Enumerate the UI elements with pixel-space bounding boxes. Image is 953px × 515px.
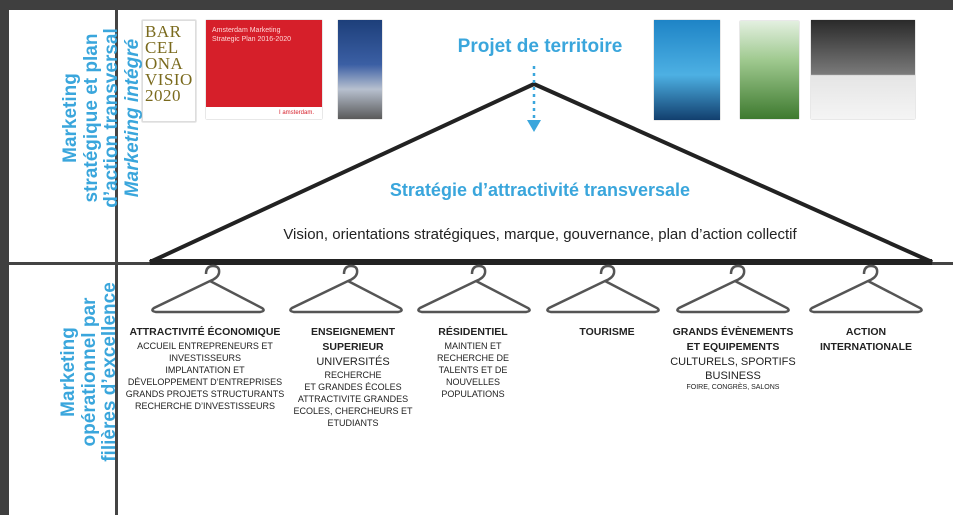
- column-line: ET GRANDES ÉCOLES: [304, 382, 402, 392]
- hanger-icon: [546, 264, 660, 314]
- cover-world-map: [654, 20, 720, 120]
- column-tourisme: TOURISME: [552, 325, 662, 340]
- column-line: RECHERCHE D’INVESTISSEURS: [134, 401, 276, 411]
- cover-barcelona-line2: CEL: [145, 38, 179, 57]
- column-subtitle: UNIVERSITÉS: [316, 356, 390, 368]
- hanger-icon: [809, 264, 923, 314]
- column-title: ENSEIGNEMENT: [310, 326, 395, 338]
- column-attractivite-economique: ATTRACTIVITÉ ÉCONOMIQUE ACCUEIL ENTREPRE…: [120, 325, 290, 412]
- cover-barcelona-line3: ONA: [145, 54, 184, 73]
- column-subtitle-line2: BUSINESS: [705, 370, 761, 382]
- cover-amsterdam-title: Amsterdam Marketing: [212, 27, 281, 34]
- column-line: ACCUEIL ENTREPRENEURS ET: [137, 341, 273, 351]
- cover-barcelona: BAR CEL ONA VISIO 2020: [142, 20, 196, 122]
- cover-green-strategy: [740, 21, 799, 119]
- cover-barcelona-line5: 2020: [145, 86, 181, 105]
- column-line: RECHERCHE DE: [436, 353, 509, 363]
- column-title: RÉSIDENTIEL: [438, 326, 508, 338]
- column-grands-evenements: GRANDS ÉVÈNEMENTS ET EQUIPEMENTS CULTURE…: [668, 325, 798, 393]
- hanger-icon: [676, 264, 790, 314]
- column-residentiel: RÉSIDENTIEL MAINTIEN ET RECHERCHE DE TAL…: [418, 325, 528, 400]
- column-line: NOUVELLES: [445, 377, 501, 387]
- arrow-head: [527, 120, 541, 132]
- column-line: IMPLANTATION ET: [165, 365, 245, 375]
- column-title-line2: SUPERIEUR: [322, 341, 384, 353]
- column-action-internationale: ACTION INTERNATIONALE: [806, 325, 926, 355]
- cover-amsterdam: Amsterdam Marketing Strategic Plan 2016-…: [206, 20, 322, 119]
- column-title-line2: ET EQUIPEMENTS: [686, 341, 780, 353]
- column-line: ECOLES, CHERCHEURS ET: [293, 406, 413, 416]
- cover-city-skyline: [338, 20, 382, 119]
- hanger-icon: [417, 264, 531, 314]
- column-title: GRANDS ÉVÈNEMENTS: [672, 326, 794, 338]
- strategy-subtitle: Vision, orientations stratégiques, marqu…: [283, 226, 797, 243]
- column-line: ATTRACTIVITE GRANDES: [297, 394, 409, 404]
- left-border: [0, 0, 9, 515]
- cover-amsterdam-subtitle: Strategic Plan 2016-2020: [212, 36, 291, 43]
- column-title: ACTION: [845, 326, 887, 338]
- column-title: ATTRACTIVITÉ ÉCONOMIQUE: [129, 326, 281, 338]
- column-line: INVESTISSEURS: [168, 353, 242, 363]
- cover-auvergne: [811, 20, 915, 119]
- column-line: RECHERCHE: [324, 370, 382, 380]
- cover-barcelona-line4: VISIO: [145, 70, 193, 89]
- hanger-icon: [289, 264, 403, 314]
- strategy-title: Stratégie d’attractivité transversale: [389, 180, 691, 200]
- column-title-line2: INTERNATIONALE: [820, 341, 912, 353]
- column-line: GRANDS PROJETS STRUCTURANTS: [125, 389, 285, 399]
- column-subtitle: CULTURELS, SPORTIFS: [670, 356, 796, 368]
- cover-amsterdam-footer: I amsterdam.: [206, 107, 322, 119]
- column-title: TOURISME: [579, 326, 635, 338]
- column-line: POPULATIONS: [441, 389, 505, 399]
- column-line: DÉVELOPPEMENT D’ENTREPRISES: [127, 377, 283, 387]
- cover-barcelona-line1: BAR: [145, 22, 182, 41]
- column-tiny-note: FOIRE, CONGRÈS, SALONS: [686, 384, 780, 391]
- column-enseignement-superieur: ENSEIGNEMENT SUPERIEUR UNIVERSITÉS RECHE…: [292, 325, 414, 429]
- hanger-icon: [151, 264, 265, 314]
- projet-title: Projet de territoire: [457, 36, 623, 57]
- column-line: MAINTIEN ET: [444, 341, 502, 351]
- column-line: TALENTS ET DE: [438, 365, 508, 375]
- top-border: [0, 0, 953, 10]
- column-line: ETUDIANTS: [327, 418, 379, 428]
